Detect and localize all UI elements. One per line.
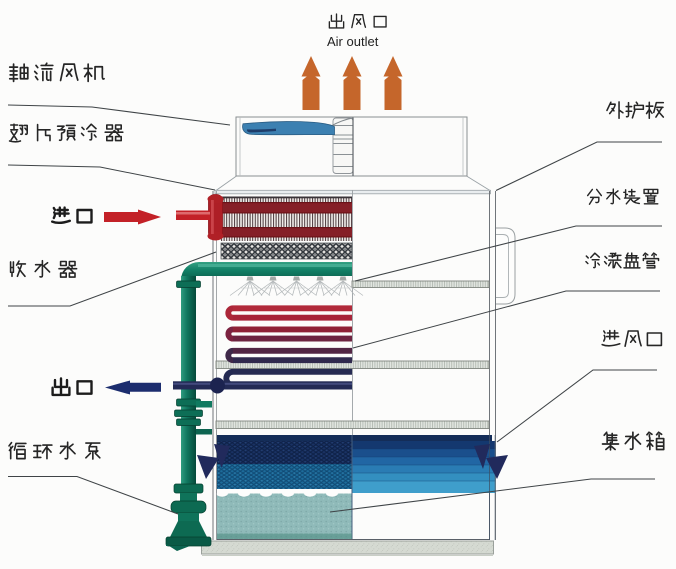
svg-text:Air outlet: Air outlet (327, 34, 379, 49)
